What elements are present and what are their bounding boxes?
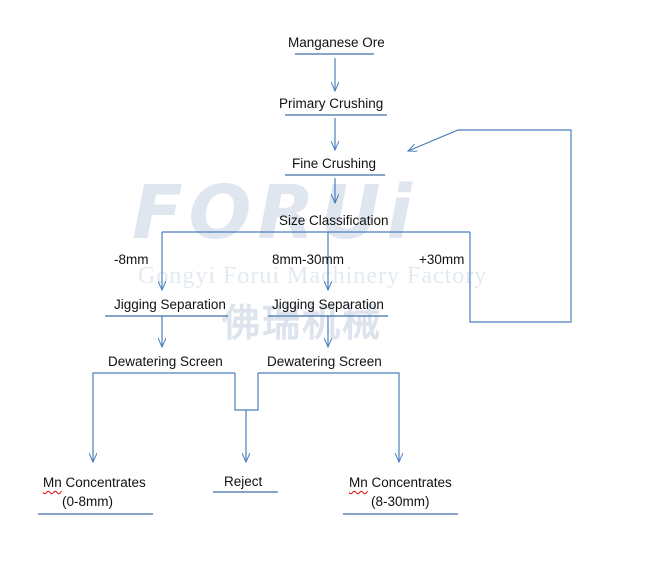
edge-reject-notch [234, 373, 259, 411]
node-mn-concentrates-2: Mn Concentrates [349, 475, 452, 490]
node-mn-concentrates-1: Mn Concentrates [43, 475, 146, 490]
concentrates-word-2: Concentrates [367, 475, 452, 490]
node-size-classification: Size Classification [279, 213, 389, 228]
edge-dew2-to-conc2 [258, 372, 399, 462]
edge-recycle-loop [408, 129, 572, 323]
watermark-company: Gongyi Forui Machinery Factory [138, 263, 488, 289]
node-dewatering-screen-2: Dewatering Screen [267, 354, 382, 369]
node-fine-crushing: Fine Crushing [292, 156, 377, 171]
node-jigging-separation-2: Jigging Separation [272, 297, 384, 312]
node-jigging-separation-1: Jigging Separation [114, 297, 226, 312]
node-dewatering-screen-1: Dewatering Screen [108, 354, 223, 369]
node-manganese-ore: Manganese Ore [288, 35, 385, 50]
edge-label-mid: 8mm-30mm [272, 252, 345, 267]
node-mn-range-1: (0-8mm) [62, 494, 113, 509]
concentrates-word-1: Concentrates [61, 475, 146, 490]
edge-label-fine: -8mm [114, 252, 149, 267]
node-reject: Reject [224, 474, 263, 489]
node-mn-range-2: (8-30mm) [371, 494, 430, 509]
node-primary-crushing: Primary Crushing [279, 96, 384, 111]
watermark-chinese: 佛瑞机械 [222, 301, 383, 345]
watermark-logo: FORUi [132, 170, 418, 256]
mn-word-1: Mn [43, 475, 62, 490]
mn-word-2: Mn [349, 475, 368, 490]
edge-label-coarse: +30mm [419, 252, 465, 267]
edge-dew1-to-conc1 [93, 372, 235, 462]
